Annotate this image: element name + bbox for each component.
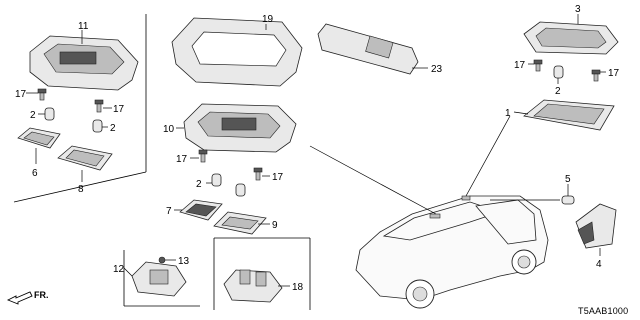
lamp-4 [575,203,617,256]
callout-18: 18 [292,282,304,293]
bulb-5 [561,184,575,205]
screw-13 [158,256,176,264]
screw-17-a [26,88,47,101]
lens-1 [513,99,615,131]
part-10-housing [176,103,297,153]
front-label: FR. [34,290,49,300]
section-lines [13,14,311,310]
part-18-unit [223,269,290,303]
lens-7 [174,199,223,221]
bulb-2-e [553,65,564,84]
screw-17-f [591,69,606,82]
bulb-2-d [235,183,246,197]
callout-17-c: 17 [176,154,188,165]
callout-17-b: 17 [113,104,125,115]
callout-17-e: 17 [514,60,526,71]
leader-car-1 [309,145,437,215]
lens-8 [57,145,113,182]
callout-17-d: 17 [272,172,284,183]
callout-17-a: 17 [15,89,27,100]
part-11-housing [29,30,139,91]
callout-23: 23 [431,64,443,75]
part-23-switch [317,23,428,75]
callout-8: 8 [78,184,84,195]
car-illustration [355,195,549,309]
callout-9: 9 [272,220,278,231]
screw-17-b [94,99,112,113]
callout-2-d: 2 [555,86,561,97]
callout-2-c: 2 [196,179,202,190]
leader-car-2 [465,115,511,197]
bulb-2-c [206,173,222,187]
callout-7: 7 [166,206,172,217]
part-19-bezel [171,17,303,87]
diagram-code: T5AAB1000 [578,306,628,316]
screw-17-e [528,59,543,72]
callout-3: 3 [575,4,581,15]
callout-12: 12 [113,264,125,275]
callout-10: 10 [163,124,175,135]
callout-1: 1 [505,108,511,119]
screw-17-d [253,167,270,181]
callout-2-b: 2 [110,123,116,134]
lens-9 [213,211,270,235]
bulb-2-a [38,107,55,121]
callout-11: 11 [78,21,89,32]
callout-19: 19 [262,14,274,25]
callout-5: 5 [565,174,571,185]
front-arrow-icon [6,291,33,305]
lens-6 [17,127,61,164]
screw-17-c [190,149,208,163]
part-12-unit [123,261,187,297]
part-3-rear-light [523,14,619,55]
callout-6: 6 [32,168,38,179]
callout-4: 4 [596,259,602,270]
callout-13: 13 [178,256,190,267]
callout-2-a: 2 [30,110,36,121]
bulb-2-b [92,119,108,133]
callout-17-f: 17 [608,68,620,79]
